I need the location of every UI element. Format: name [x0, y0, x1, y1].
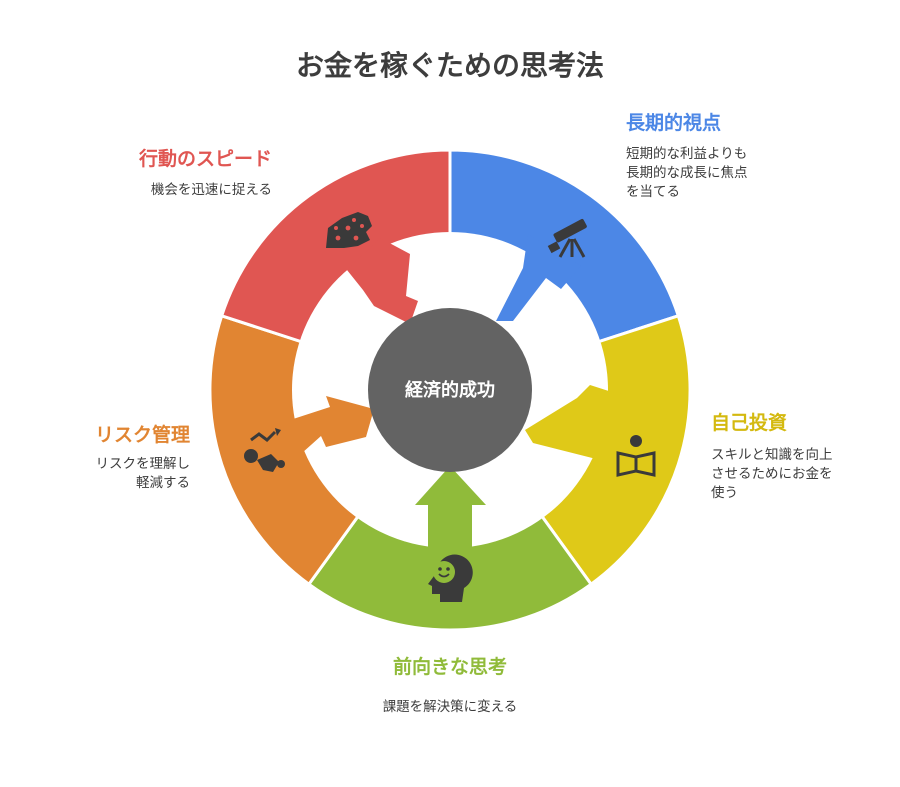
desc-risk-management: リスクを理解し 軽減する [95, 456, 191, 491]
label-speed: 行動のスピード [138, 148, 272, 170]
label-risk-management: リスク管理 [94, 424, 190, 446]
cheetah-icon [326, 212, 372, 248]
center-circle [368, 308, 532, 472]
desc-positive-thinking: 課題を解決策に変える [382, 699, 518, 715]
desc-speed: 機会を迅速に捉える [150, 182, 272, 198]
desc-long-term: 短期的な利益よりも 長期的な成長に焦点 を当てる [626, 146, 748, 200]
arrow-speed [347, 238, 418, 324]
label-long-term: 長期的視点 [626, 112, 722, 134]
reading-person-icon [616, 435, 656, 477]
desc-self-investment: スキルと知識を向上 させるためにお金を 使う [711, 447, 833, 501]
center-label: 経済的成功 [405, 380, 495, 401]
label-positive-thinking: 前向きな思考 [392, 656, 507, 678]
telescope-icon [547, 219, 587, 258]
arrow-positive-thinking [415, 466, 486, 548]
smiling-head-icon [428, 554, 473, 602]
label-self-investment: 自己投資 [711, 412, 788, 434]
arrow-risk [290, 396, 374, 453]
risk-chart-icon [244, 428, 285, 472]
diagram-title: お金を稼ぐための思考法 [295, 49, 604, 82]
